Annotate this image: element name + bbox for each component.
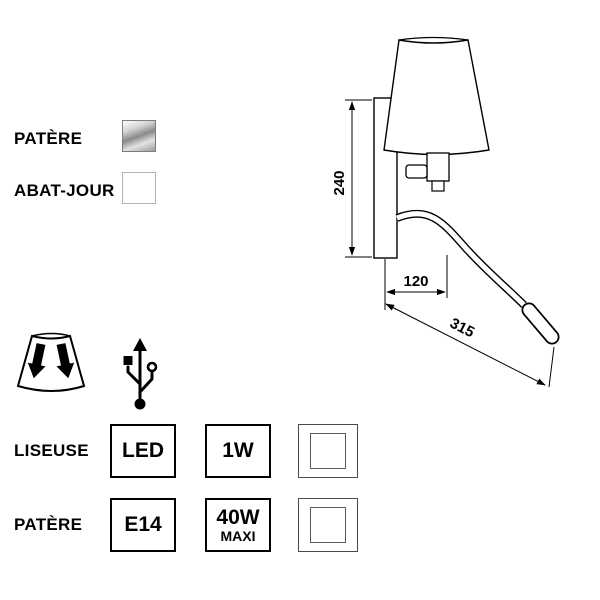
patere-finish-label: PATÈRE [14,129,83,148]
flex-arm-outline [395,209,527,308]
liseuse-color-swatch [310,433,346,469]
liseuse-socket-box: LED [110,424,176,478]
dim-width-label: 120 [403,273,428,290]
technical-drawing: 240 120 315 [331,36,560,388]
patere-wattage-value: 40W [216,505,260,529]
liseuse-socket-value: LED [122,438,164,462]
lampshade [383,39,490,156]
switch-knob [405,164,428,179]
liseuse-wattage-box: 1W [205,424,271,478]
dim-315-ext-end [548,346,555,388]
patere-socket-value: E14 [124,512,162,536]
dim-315-line [385,303,546,386]
patere-color-swatch [310,507,346,543]
abat-jour-swatch [122,172,156,204]
patere-finish-swatch [122,120,156,152]
flex-arm-fill [396,211,526,307]
abat-jour-label: ABAT-JOUR [14,181,115,200]
dim-height-label: 240 [331,170,348,195]
patere-wattage-box: 40W MAXI [205,498,271,552]
lamp-socket [426,152,450,182]
lampshade-icon [16,332,86,392]
patere-wattage-sub: MAXI [220,527,256,544]
liseuse-color-swatch-box [298,424,358,478]
patere-color-swatch-box [298,498,358,552]
socket-joint [431,180,445,192]
usb-icon [123,338,158,410]
lampshade-top-rim [398,36,469,41]
patere-socket-box: E14 [110,498,176,552]
liseuse-row-label: LISEUSE [14,441,89,460]
patere-row-label: PATÈRE [14,515,83,534]
liseuse-wattage-value: 1W [222,438,254,462]
